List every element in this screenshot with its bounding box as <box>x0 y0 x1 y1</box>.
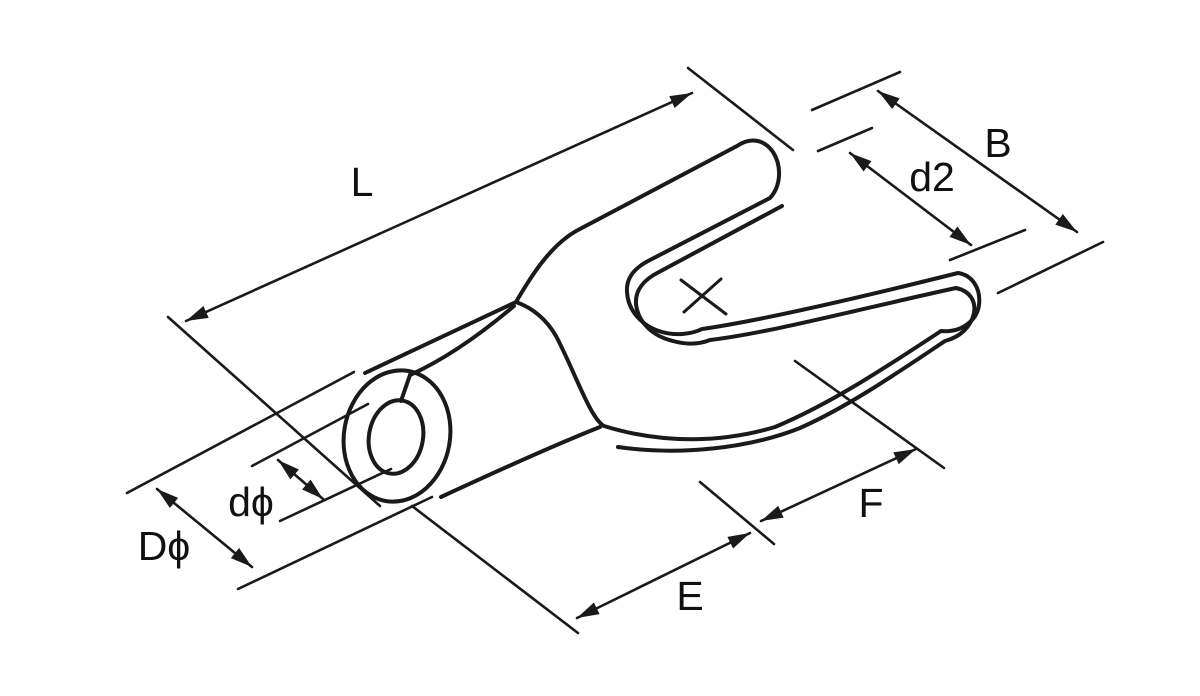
dimension-line-F <box>759 447 918 523</box>
extension-line-B-1 <box>996 240 1105 295</box>
dim-E <box>410 504 752 635</box>
dim-d2 <box>816 126 1027 262</box>
dim-Dphi <box>125 370 434 591</box>
slot-center-mark <box>679 277 728 316</box>
dim-dphi <box>250 402 393 523</box>
barrel-seam-notch <box>399 373 412 403</box>
arrowhead-F-start <box>761 505 784 521</box>
barrel-outer-face <box>341 368 453 504</box>
extension-line-d2-0 <box>816 126 874 153</box>
arrowhead-E-start <box>577 602 600 618</box>
arrowhead-B-start <box>878 91 900 110</box>
dimension-line-d2 <box>848 151 973 247</box>
extension-line-dphi-1 <box>278 467 393 523</box>
dim-L <box>166 66 795 508</box>
extension-line-F-0 <box>698 480 776 546</box>
extension-line-Dphi-0 <box>125 370 356 495</box>
dim-label-Dphi: Dϕ <box>138 523 191 569</box>
arrowhead-B-end <box>1055 213 1077 232</box>
extension-line-dphi-0 <box>250 402 370 468</box>
dim-label-B: B <box>984 120 1011 166</box>
dim-B <box>810 70 1105 295</box>
barrel-bottom-edge <box>439 425 602 499</box>
barrel-inner-hole <box>366 398 426 476</box>
dimension-line-B <box>876 89 1079 234</box>
extension-line-Dphi-1 <box>236 495 434 591</box>
arrowhead-Dphi-start <box>157 489 179 508</box>
extension-line-d2-1 <box>948 228 1027 262</box>
dim-label-d2: d2 <box>909 154 955 200</box>
extension-line-L-0 <box>166 315 382 508</box>
extension-line-F-1 <box>793 359 946 470</box>
arrowhead-E-end <box>727 533 750 549</box>
terminal-body <box>341 138 982 504</box>
arrowhead-L-end <box>669 93 692 108</box>
arrowhead-d2-end <box>949 226 971 245</box>
arrowhead-F-end <box>893 449 916 465</box>
fork-outline <box>514 138 982 442</box>
dim-label-F: F <box>858 480 883 526</box>
dimension-labels: L B d2 dϕ Dϕ F E <box>138 120 1012 619</box>
fork-thickness-edge <box>616 204 977 453</box>
dim-label-dphi: dϕ <box>228 479 274 525</box>
barrel-seam-edge <box>408 304 516 377</box>
extension-line-L-1 <box>686 66 795 152</box>
arrowhead-d2-start <box>850 153 872 172</box>
arrowhead-dphi-end <box>302 479 323 499</box>
arrowhead-L-start <box>186 306 209 321</box>
dimension-lines <box>125 66 1105 635</box>
extension-line-E-0 <box>410 504 580 635</box>
dimension-line-L <box>184 91 694 323</box>
arrowhead-Dphi-end <box>230 548 252 567</box>
arrowhead-dphi-start <box>278 460 299 480</box>
dim-F <box>698 359 946 546</box>
extension-line-B-0 <box>810 70 902 112</box>
barrel-top-edge <box>363 300 518 375</box>
dim-label-E: E <box>676 573 703 619</box>
dim-label-L: L <box>351 159 374 205</box>
dimension-line-E <box>575 531 752 620</box>
